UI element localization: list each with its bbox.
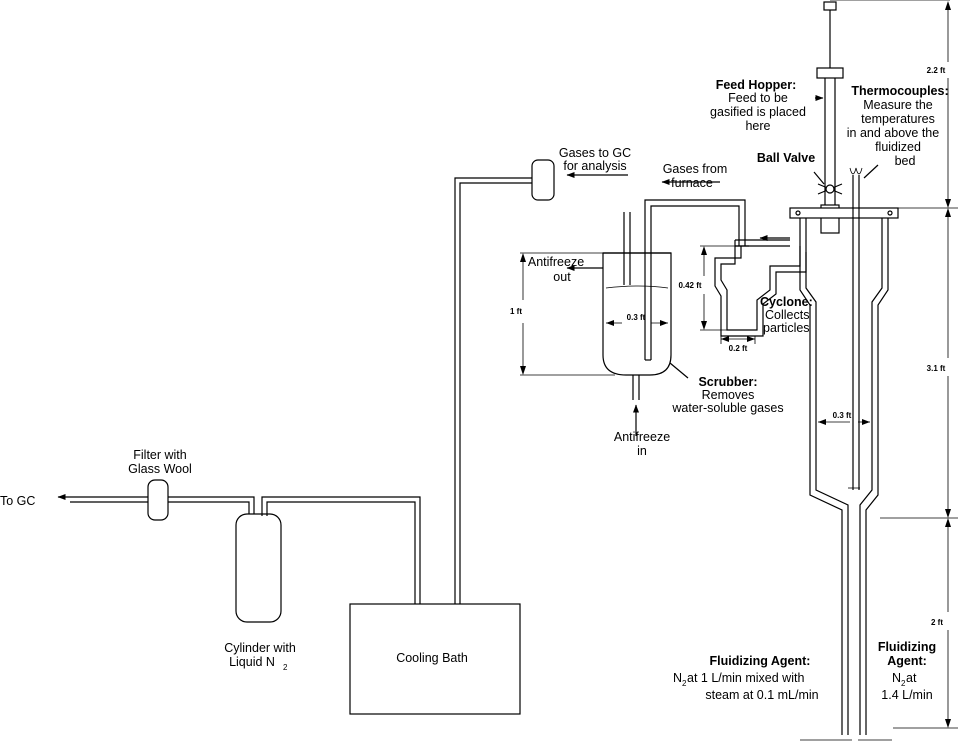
antifreeze-out-label-1: Antifreeze: [528, 255, 584, 269]
gases-from-furnace-label-1: Gases from: [663, 162, 728, 176]
cylinder-label-1: Cylinder with: [224, 641, 296, 655]
feed-hopper-desc-3: here: [745, 119, 770, 133]
fluidizing-agent-1-steam: steam at 0.1 mL/min: [705, 688, 818, 702]
fluidizing-agent-1-title: Fluidizing Agent:: [710, 654, 811, 668]
scrubber-to-cyclone-pipe: [644, 199, 749, 247]
dim-1ft-label: 1 ft: [510, 307, 522, 316]
dim-03ft-scrubber-label: 0.3 ft: [627, 313, 646, 322]
gases-to-gc-label-1: Gases to GC: [559, 146, 631, 160]
cylinder-liquid-n2: [235, 513, 282, 623]
dim-22ft-label: 2.2 ft: [927, 66, 946, 75]
fluidizing-agent-2-title-2: Agent:: [887, 654, 927, 668]
dim-02ft-label: 0.2 ft: [729, 344, 748, 353]
scrubber-vessel: [602, 212, 672, 400]
thermocouples: [849, 167, 863, 490]
cylinder-label-2: Liquid N: [229, 655, 275, 669]
scrubber-pointer: [669, 362, 689, 379]
feed-hopper-title: Feed Hopper:: [716, 78, 797, 92]
filter-to-cylinder-pipe: [168, 496, 255, 516]
fluidizing-agent-1-sub: 2: [682, 679, 687, 688]
feed-hopper: [816, 1, 844, 234]
cylinder-to-bath-pipe: [261, 496, 421, 604]
fluidizing-agent-2-at: at: [906, 671, 917, 685]
filter-label-1: Filter with: [133, 448, 187, 462]
antifreeze-in-label-2: in: [637, 444, 647, 458]
dim-31ft-label: 3.1 ft: [927, 364, 946, 373]
dim-reactor-heights: [830, 0, 958, 729]
cooling-bath-label: Cooling Bath: [396, 651, 468, 665]
thermocouples-desc-4: fluidized: [875, 140, 921, 154]
cooling-bath: [349, 603, 521, 715]
antifreeze-out-label-2: out: [553, 270, 571, 284]
filter-glass-wool: [147, 479, 169, 521]
reactor-vessel: [799, 218, 889, 735]
to-gc-label: To GC: [0, 494, 35, 508]
scrubber-desc-1: Removes: [702, 388, 755, 402]
dim-02ft: [720, 336, 756, 344]
reactor-flange: [789, 207, 899, 219]
cyclone-title: Cyclone:: [760, 295, 813, 309]
cyclone-desc-2: particles: [763, 321, 810, 335]
scrubber-title: Scrubber:: [698, 375, 757, 389]
filter-label-2: Glass Wool: [128, 462, 192, 476]
thermocouples-title: Thermocouples:: [851, 84, 948, 98]
feed-hopper-desc-2: gasified is placed: [710, 105, 806, 119]
cylinder-label-sub: 2: [283, 663, 288, 672]
ball-valve-pointer: [813, 171, 825, 185]
dim-03ft-reactor: [818, 419, 870, 425]
fluidizing-agent-2-sub: 2: [901, 679, 906, 688]
feed-hopper-desc-1: Feed to be: [728, 91, 788, 105]
gc-sample-vessel: [531, 159, 555, 201]
fluidizing-agent-2-n: N: [892, 671, 901, 685]
dim-042ft: [700, 245, 735, 331]
thermocouple-pointer: [863, 164, 879, 179]
thermocouples-desc-2: temperatures: [861, 112, 935, 126]
thermocouples-desc-3: in and above the: [847, 126, 939, 140]
dim-042ft-label: 0.42 ft: [678, 281, 701, 290]
cyclone-desc-1: Collects: [765, 308, 809, 322]
dim-03ft-reactor-label: 0.3 ft: [833, 411, 852, 420]
gases-from-furnace-label-2: furnace: [671, 176, 713, 190]
fluidizing-agent-2-title-1: Fluidizing: [878, 640, 936, 654]
thermocouples-desc-1: Measure the: [863, 98, 933, 112]
outlet-line-to-gc: [57, 494, 150, 503]
ball-valve-label: Ball Valve: [757, 151, 815, 165]
antifreeze-in-label-1: Antifreeze: [614, 430, 670, 444]
thermocouples-desc-5: bed: [895, 154, 916, 168]
bath-to-gc-pipe: [454, 177, 532, 604]
dim-2ft-label: 2 ft: [931, 618, 943, 627]
dim-03ft-scrubber: [606, 320, 668, 326]
scrubber-desc-2: water-soluble gases: [671, 401, 783, 415]
gases-to-gc-label-2: for analysis: [563, 159, 626, 173]
fluidizing-agent-1-rate: at 1 L/min mixed with: [687, 671, 804, 685]
fluidizing-agent-1-n: N: [673, 671, 682, 685]
dim-1ft: [520, 252, 615, 376]
ball-valve: [817, 183, 843, 195]
fluidizing-agent-2-rate: 1.4 L/min: [881, 688, 932, 702]
